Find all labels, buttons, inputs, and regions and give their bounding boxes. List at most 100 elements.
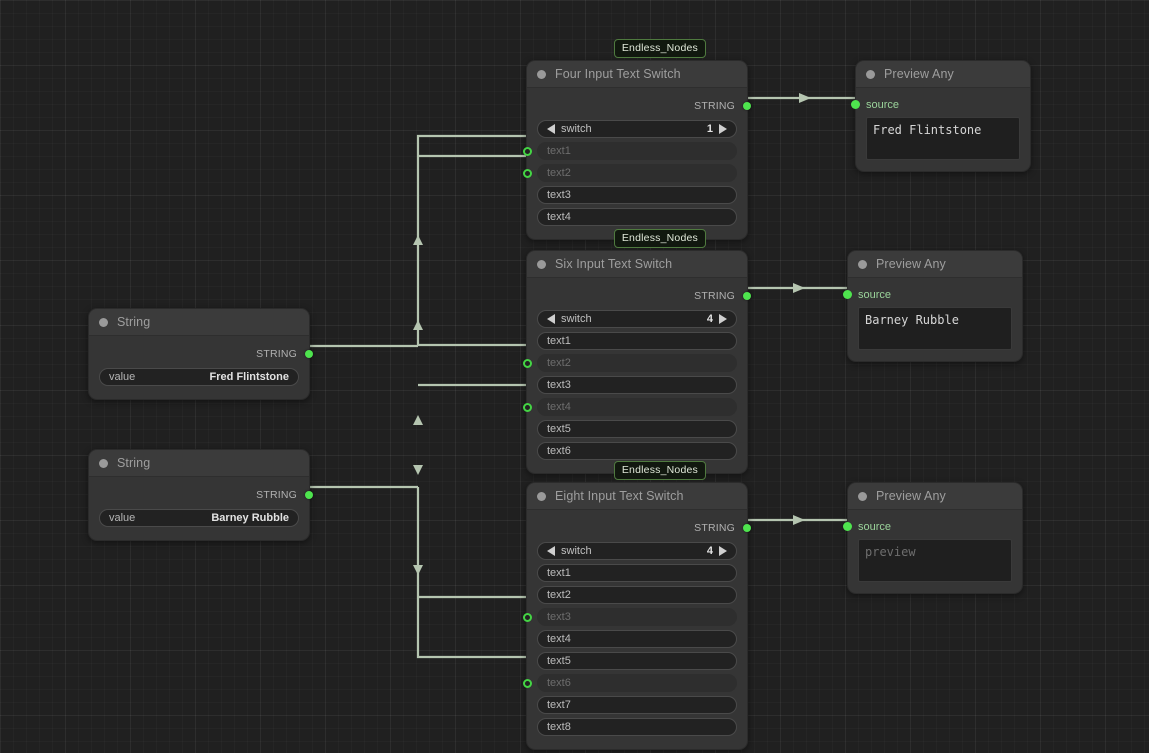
preview-text-area[interactable]: preview xyxy=(858,539,1012,582)
output-slot-dot-icon[interactable] xyxy=(305,350,313,358)
collapse-dot-icon[interactable] xyxy=(537,69,546,79)
output-slot-string[interactable]: STRING xyxy=(537,97,751,115)
output-slot-dot-icon[interactable] xyxy=(305,491,313,499)
widget-text7[interactable]: text7 xyxy=(537,696,737,714)
widget-text2[interactable]: text2 xyxy=(523,354,737,372)
widget-text5[interactable]: text5 xyxy=(537,652,737,670)
widget-value[interactable]: value Fred Flintstone xyxy=(99,368,299,386)
preview-text-area[interactable]: Barney Rubble xyxy=(858,307,1012,350)
input-slot-dot-icon[interactable] xyxy=(523,612,532,622)
node-title-bar[interactable]: Eight Input Text Switch xyxy=(527,483,747,510)
node-preview-any-1[interactable]: Preview Any source Fred Flintstone xyxy=(851,60,1031,172)
widget-text2[interactable]: text2 xyxy=(537,586,737,604)
widget-text8[interactable]: text8 xyxy=(537,718,737,736)
input-slot-dot-icon[interactable] xyxy=(523,402,532,412)
input-slot-dot-icon[interactable] xyxy=(523,146,532,156)
output-slot-dot-icon[interactable] xyxy=(743,292,751,300)
link-direction-arrow xyxy=(413,565,423,575)
output-slot-dot-icon[interactable] xyxy=(743,102,751,110)
widget-text1[interactable]: text1 xyxy=(523,142,737,160)
widget-text2[interactable]: text2 xyxy=(523,164,737,182)
decrement-arrow-icon[interactable] xyxy=(547,314,555,324)
input-slot-dot-icon[interactable] xyxy=(523,168,532,178)
output-slot-string[interactable]: STRING xyxy=(99,486,313,504)
collapse-dot-icon[interactable] xyxy=(858,259,867,269)
link-direction-arrow xyxy=(413,320,423,330)
widget-label: text1 xyxy=(547,145,571,157)
node-body: source preview xyxy=(843,510,1022,593)
widget-text3[interactable]: text3 xyxy=(537,186,737,204)
node-title-label: String xyxy=(117,315,151,329)
node-four-input-text-switch[interactable]: Endless_Nodes Four Input Text Switch STR… xyxy=(523,39,751,240)
node-title-bar[interactable]: String xyxy=(89,309,309,336)
decrement-arrow-icon[interactable] xyxy=(547,124,555,134)
link-to-four-text1 xyxy=(416,134,533,346)
preview-text-area[interactable]: Fred Flintstone xyxy=(866,117,1020,160)
output-slot-string[interactable]: STRING xyxy=(537,519,751,537)
node-title-bar[interactable]: Six Input Text Switch xyxy=(527,251,747,278)
decrement-arrow-icon[interactable] xyxy=(547,546,555,556)
node-eight-input-text-switch[interactable]: Endless_Nodes Eight Input Text Switch ST… xyxy=(523,461,751,750)
node-title-bar[interactable]: Four Input Text Switch xyxy=(527,61,747,88)
widget-text6[interactable]: text6 xyxy=(523,674,737,692)
output-slot-dot-icon[interactable] xyxy=(743,524,751,532)
link-direction-arrow xyxy=(793,283,805,293)
widget-value-text: Barney Rubble xyxy=(211,512,289,524)
widget-switch[interactable]: switch 4 xyxy=(537,542,737,560)
output-slot-string[interactable]: STRING xyxy=(537,287,751,305)
node-preview-any-2[interactable]: Preview Any source Barney Rubble xyxy=(843,250,1023,362)
collapse-dot-icon[interactable] xyxy=(858,491,867,501)
node-string-2[interactable]: String STRING value Barney Rubble xyxy=(88,449,313,541)
node-six-input-text-switch[interactable]: Endless_Nodes Six Input Text Switch STRI… xyxy=(523,229,751,474)
node-body: STRING switch 4 text1 text2 text3 xyxy=(523,510,751,749)
node-title-bar[interactable]: Preview Any xyxy=(848,251,1022,278)
increment-arrow-icon[interactable] xyxy=(719,124,727,134)
node-preview-any-3[interactable]: Preview Any source preview xyxy=(843,482,1023,594)
output-slot-label: STRING xyxy=(256,348,297,360)
widget-text6[interactable]: text6 xyxy=(537,442,737,460)
input-slot-source[interactable]: source xyxy=(851,96,1020,113)
input-slot-dot-icon[interactable] xyxy=(523,358,532,368)
increment-arrow-icon[interactable] xyxy=(719,546,727,556)
collapse-dot-icon[interactable] xyxy=(866,69,875,79)
widget-value[interactable]: value Barney Rubble xyxy=(99,509,299,527)
node-string-1[interactable]: String STRING value Fred Flintstone xyxy=(88,308,313,400)
input-slot-dot-icon[interactable] xyxy=(843,522,852,531)
input-slot-source[interactable]: source xyxy=(843,286,1012,303)
widget-label: text4 xyxy=(547,633,571,645)
node-title-bar[interactable]: Preview Any xyxy=(848,483,1022,510)
widget-switch[interactable]: switch 4 xyxy=(537,310,737,328)
input-slot-dot-icon[interactable] xyxy=(523,678,532,688)
node-badge: Endless_Nodes xyxy=(613,229,706,248)
widget-text3[interactable]: text3 xyxy=(523,608,737,626)
widget-value-text: 4 xyxy=(706,545,713,557)
widget-text3[interactable]: text3 xyxy=(537,376,737,394)
link-direction-arrow xyxy=(799,93,811,103)
output-slot-label: STRING xyxy=(694,290,735,302)
collapse-dot-icon[interactable] xyxy=(537,259,546,269)
collapse-dot-icon[interactable] xyxy=(99,317,108,327)
widget-label: text2 xyxy=(547,167,571,179)
widget-text4[interactable]: text4 xyxy=(537,208,737,226)
widget-text4[interactable]: text4 xyxy=(523,398,737,416)
widget-label: text6 xyxy=(547,445,571,457)
node-title-bar[interactable]: String xyxy=(89,450,309,477)
input-slot-source[interactable]: source xyxy=(843,518,1012,535)
node-title-bar[interactable]: Preview Any xyxy=(856,61,1030,88)
collapse-dot-icon[interactable] xyxy=(99,458,108,468)
node-body: source Barney Rubble xyxy=(843,278,1022,361)
node-title-label: Six Input Text Switch xyxy=(555,257,673,271)
input-slot-dot-icon[interactable] xyxy=(843,290,852,299)
widget-switch[interactable]: switch 1 xyxy=(537,120,737,138)
input-slot-label: source xyxy=(858,288,892,301)
increment-arrow-icon[interactable] xyxy=(719,314,727,324)
widget-text5[interactable]: text5 xyxy=(537,420,737,438)
output-slot-string[interactable]: STRING xyxy=(99,345,313,363)
node-title-label: Preview Any xyxy=(876,257,946,271)
collapse-dot-icon[interactable] xyxy=(537,491,546,501)
input-slot-dot-icon[interactable] xyxy=(851,100,860,109)
widget-text4[interactable]: text4 xyxy=(537,630,737,648)
widget-text1[interactable]: text1 xyxy=(537,564,737,582)
widget-text1[interactable]: text1 xyxy=(537,332,737,350)
